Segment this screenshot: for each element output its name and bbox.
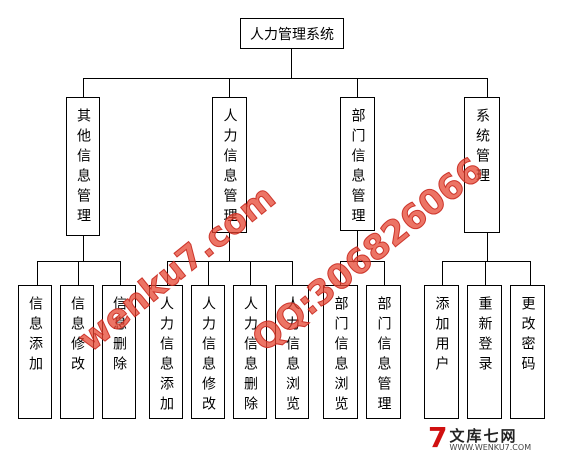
- bus-hr: [167, 261, 292, 262]
- leaf-relogin: 重新登录: [467, 285, 502, 419]
- leaf-hr-add: 人力信息添加: [149, 285, 183, 419]
- root-label: 人力管理系统: [250, 26, 334, 43]
- leaf-label: 添加用户: [433, 296, 450, 376]
- leaf-hr-edit: 人力信息修改: [191, 285, 225, 419]
- drop-l7: [292, 261, 293, 286]
- leaf-info-delete: 信息删除: [102, 285, 136, 419]
- drop-l8: [340, 261, 341, 286]
- leaf-hr-delete: 人力信息删除: [233, 285, 267, 419]
- node-label: 其他信息管理: [75, 108, 91, 228]
- leaf-label: 重新登录: [476, 296, 493, 376]
- leaf-change-password: 更改密码: [510, 285, 545, 419]
- leaf-dept-manage: 部门信息管理: [366, 285, 401, 419]
- leaf-dept-browse: 部门信息浏览: [323, 285, 358, 419]
- logo-mark: 7: [428, 421, 448, 454]
- drop-l4: [167, 261, 168, 286]
- drop-dept: [357, 78, 358, 98]
- drop-l10: [442, 261, 443, 286]
- leaf-info-edit: 信息修改: [60, 285, 94, 419]
- node-hr-info-management: 人力信息管理: [212, 97, 247, 233]
- logo-text: 文库七网 WWW.WENKU7.COM: [449, 429, 531, 452]
- logo-url: WWW.WENKU7.COM: [449, 443, 532, 452]
- level1-bus: [83, 78, 487, 79]
- leaf-label: 人力信息删除: [242, 296, 258, 416]
- stem-other: [83, 235, 84, 261]
- drop-l9: [384, 261, 385, 286]
- node-label: 系统管理: [474, 108, 490, 188]
- node-system-management: 系统管理: [464, 97, 500, 233]
- leaf-add-user: 添加用户: [424, 285, 459, 419]
- drop-l3: [120, 261, 121, 286]
- drop-other: [83, 78, 84, 98]
- leaf-label: 人力信息修改: [200, 296, 216, 416]
- bus-dept: [340, 261, 384, 262]
- leaf-label: 人力信息添加: [158, 296, 174, 416]
- drop-l1: [37, 261, 38, 286]
- leaf-label: 更改密码: [519, 296, 536, 376]
- leaf-label: 信息删除: [111, 296, 127, 376]
- leaf-label: 信息添加: [27, 296, 43, 376]
- stem-dept: [357, 230, 358, 261]
- stem-sys: [487, 232, 488, 261]
- drop-l6: [250, 261, 251, 286]
- root-stem: [291, 48, 292, 78]
- node-dept-info-management: 部门信息管理: [340, 97, 375, 231]
- leaf-label: 部门信息管理: [375, 296, 392, 416]
- logo-name: 文库七网: [449, 427, 518, 445]
- root-node: 人力管理系统: [240, 18, 344, 49]
- bus-sys: [442, 261, 530, 262]
- drop-sys: [487, 78, 488, 98]
- node-other-info-management: 其他信息管理: [66, 97, 100, 236]
- drop-l12: [530, 261, 531, 286]
- node-label: 人力信息管理: [221, 108, 238, 228]
- site-logo: 7 文库七网 WWW.WENKU7.COM: [428, 424, 531, 452]
- leaf-label: 部门信息浏览: [332, 296, 349, 416]
- drop-l2: [78, 261, 79, 286]
- leaf-hr-browse: 人力信息浏览: [275, 285, 309, 419]
- drop-l5: [208, 261, 209, 286]
- leaf-label: 人力信息浏览: [284, 296, 300, 416]
- stem-hr: [229, 232, 230, 261]
- leaf-info-add: 信息添加: [18, 285, 52, 419]
- drop-hr: [229, 78, 230, 98]
- leaf-label: 信息修改: [69, 296, 85, 376]
- drop-l11: [485, 261, 486, 286]
- node-label: 部门信息管理: [349, 108, 366, 228]
